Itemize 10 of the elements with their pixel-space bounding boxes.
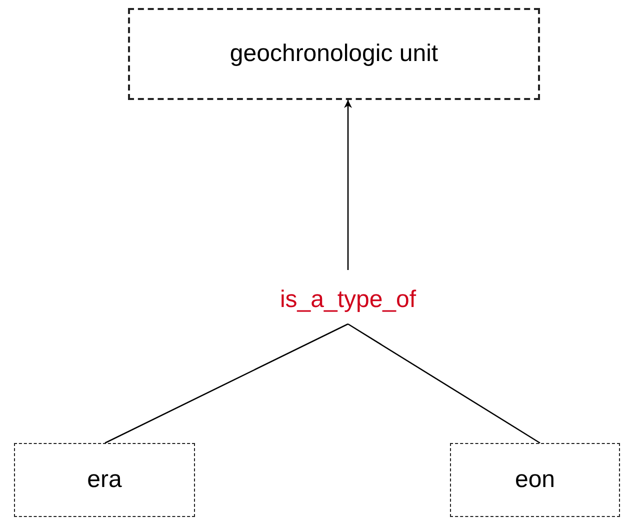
arrow xyxy=(344,100,352,270)
connector-line xyxy=(104,323,348,444)
node-label: geochronologic unit xyxy=(230,40,438,68)
relation-label: is_a_type_of xyxy=(280,286,416,314)
dashed-box xyxy=(14,443,195,517)
node-label: eon xyxy=(514,466,556,494)
dashed-box xyxy=(450,443,620,517)
node-label: era xyxy=(87,466,122,494)
connector-line xyxy=(348,323,540,444)
dashed-box xyxy=(128,8,540,100)
